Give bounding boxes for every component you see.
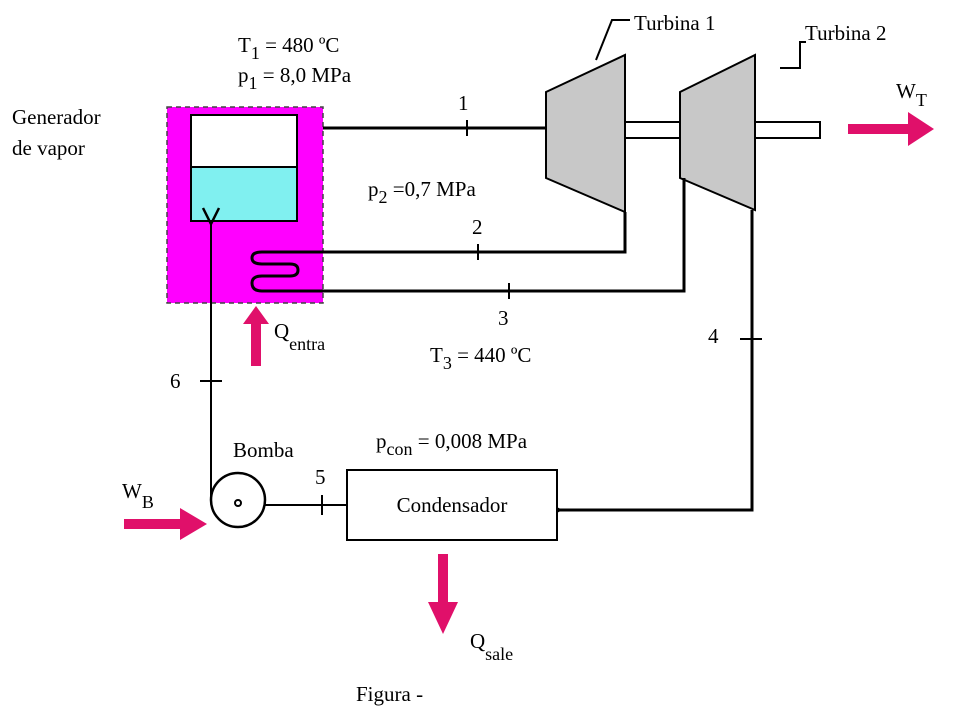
p2-condition: p2 =0,7 MPa (368, 177, 476, 207)
boiler-drum-water (190, 166, 298, 222)
boiler-drum-steam (190, 114, 298, 168)
turbine-work-label: WT (896, 79, 927, 110)
pump-work-arrow (124, 508, 207, 540)
turbine-2 (679, 53, 756, 212)
state-3-label: 3 (498, 306, 509, 330)
turbine-work-arrow (848, 112, 934, 146)
state-4-label: 4 (708, 324, 719, 348)
figure-caption: Figura - (356, 682, 423, 706)
heat-out-arrow (428, 554, 458, 634)
steam-generator (166, 106, 325, 304)
state-6-label: 6 (170, 369, 181, 393)
pump-hub (234, 499, 242, 507)
line-state-4 (560, 210, 754, 510)
shaft-segment-1 (624, 121, 681, 139)
steam-generator-label-2: de vapor (12, 136, 85, 160)
steam-generator-label: Generador (12, 105, 101, 129)
t3-condition: T3 = 440 ºC (430, 343, 531, 373)
shaft-segment-2 (754, 121, 821, 139)
turbine-1-leader (595, 19, 630, 61)
turbine-1-label: Turbina 1 (634, 11, 716, 35)
condenser (346, 469, 558, 541)
state-2-label: 2 (472, 215, 483, 239)
line-state-2 (325, 212, 627, 254)
state-1-label: 1 (458, 91, 469, 115)
pump-work-label: WB (122, 479, 154, 512)
heat-out-label: Qsale (470, 629, 513, 664)
turbine-1 (545, 53, 626, 214)
p1-condition: p1 = 8,0 MPa (238, 63, 352, 93)
t1-condition: T1 = 480 ºC (238, 33, 339, 63)
state-5-label: 5 (315, 465, 326, 489)
heat-in-label: Qentra (274, 319, 325, 354)
line-state-3 (325, 178, 686, 293)
turbine-2-label: Turbina 2 (805, 21, 887, 45)
heat-in-arrow (243, 306, 269, 366)
reheater-coil (250, 250, 325, 293)
pump-label: Bomba (233, 438, 294, 462)
turbine-2-leader (780, 41, 806, 69)
pcon-condition: pcon = 0,008 MPa (376, 429, 528, 459)
condenser-label: Condensador (397, 493, 508, 517)
